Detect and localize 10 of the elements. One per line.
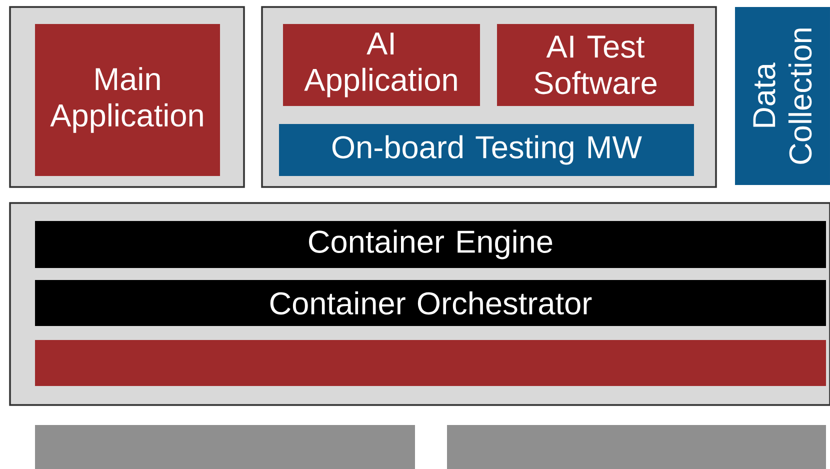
data-collection-box: Data Collection [735,7,830,185]
layer-bar [35,340,826,386]
application-box: AI Test Software [497,24,694,106]
layer-bar: Container Orchestrator [35,280,826,326]
middleware-bar: On-board Testing MW [279,124,694,176]
application-box: AI Application [283,24,480,106]
layer-bar: Container Engine [35,221,826,268]
hardware-bar [35,425,415,469]
application-box: Main Application [35,24,220,176]
hardware-bar [447,425,826,469]
